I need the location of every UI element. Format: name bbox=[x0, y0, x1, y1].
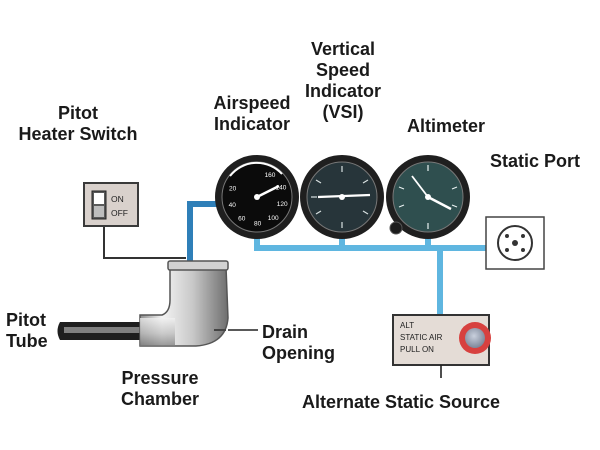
static-port-label: Static Port bbox=[490, 151, 581, 171]
drain-opening-label: Drain Opening bbox=[262, 322, 335, 364]
pitot-heater-switch-label: Pitot Heater Switch bbox=[18, 103, 138, 145]
airspeed-tick-label: 160 bbox=[265, 172, 276, 179]
airspeed-tick-label: 60 bbox=[238, 216, 246, 223]
airspeed-tick-label: 20 bbox=[229, 186, 237, 193]
label-line: Chamber bbox=[120, 389, 200, 409]
airspeed-tick-label: 100 bbox=[268, 215, 279, 222]
label-line: Opening bbox=[262, 343, 335, 363]
airspeed-tick-label: 80 bbox=[254, 221, 262, 228]
switch-off-label: OFF bbox=[111, 208, 128, 218]
pitot-tube-label: Pitot Tube bbox=[6, 310, 48, 352]
label-line: Airspeed bbox=[213, 93, 291, 113]
label-line: Indicator bbox=[213, 114, 290, 134]
label-line: Speed bbox=[315, 60, 371, 80]
label-line: (VSI) bbox=[322, 102, 364, 122]
label-line: Pitot bbox=[6, 310, 46, 330]
airspeed-indicator-label: Airspeed Indicator bbox=[193, 93, 311, 135]
airspeed-tick-label: 120 bbox=[277, 201, 288, 208]
label-line: Tube bbox=[6, 331, 48, 351]
static-line bbox=[254, 235, 495, 319]
vsi-label: Vertical Speed Indicator (VSI) bbox=[296, 39, 390, 123]
label-line: Heater Switch bbox=[18, 124, 138, 144]
airspeed-tick-label: 140 bbox=[276, 184, 287, 191]
label-line: Vertical bbox=[310, 39, 376, 59]
label-line: Indicator bbox=[304, 81, 381, 101]
altimeter-gauge bbox=[386, 155, 470, 239]
pitot-line bbox=[187, 201, 224, 262]
label-line: Pitot bbox=[58, 103, 98, 123]
alt-panel-line-2: STATIC AIR bbox=[400, 333, 443, 342]
heater-wire bbox=[103, 224, 186, 259]
vsi-gauge bbox=[300, 155, 384, 239]
switch-on-label: ON bbox=[111, 194, 124, 204]
label-line: Drain bbox=[262, 322, 309, 342]
alternate-static-panel[interactable]: ALT STATIC AIR PULL ON bbox=[392, 314, 491, 366]
static-port bbox=[485, 216, 545, 270]
altimeter-label: Altimeter bbox=[407, 116, 486, 136]
airspeed-tick-label: 40 bbox=[229, 202, 237, 209]
alternate-static-source-label: Alternate Static Source bbox=[302, 392, 501, 412]
alt-panel-line-1: ALT bbox=[400, 321, 414, 330]
alt-panel-line-3: PULL ON bbox=[400, 345, 434, 354]
pressure-chamber bbox=[139, 260, 229, 347]
pitot-heater-switch[interactable]: ON OFF bbox=[83, 182, 139, 227]
label-line: Pressure bbox=[121, 368, 199, 388]
pressure-chamber-label: Pressure Chamber bbox=[112, 368, 208, 410]
